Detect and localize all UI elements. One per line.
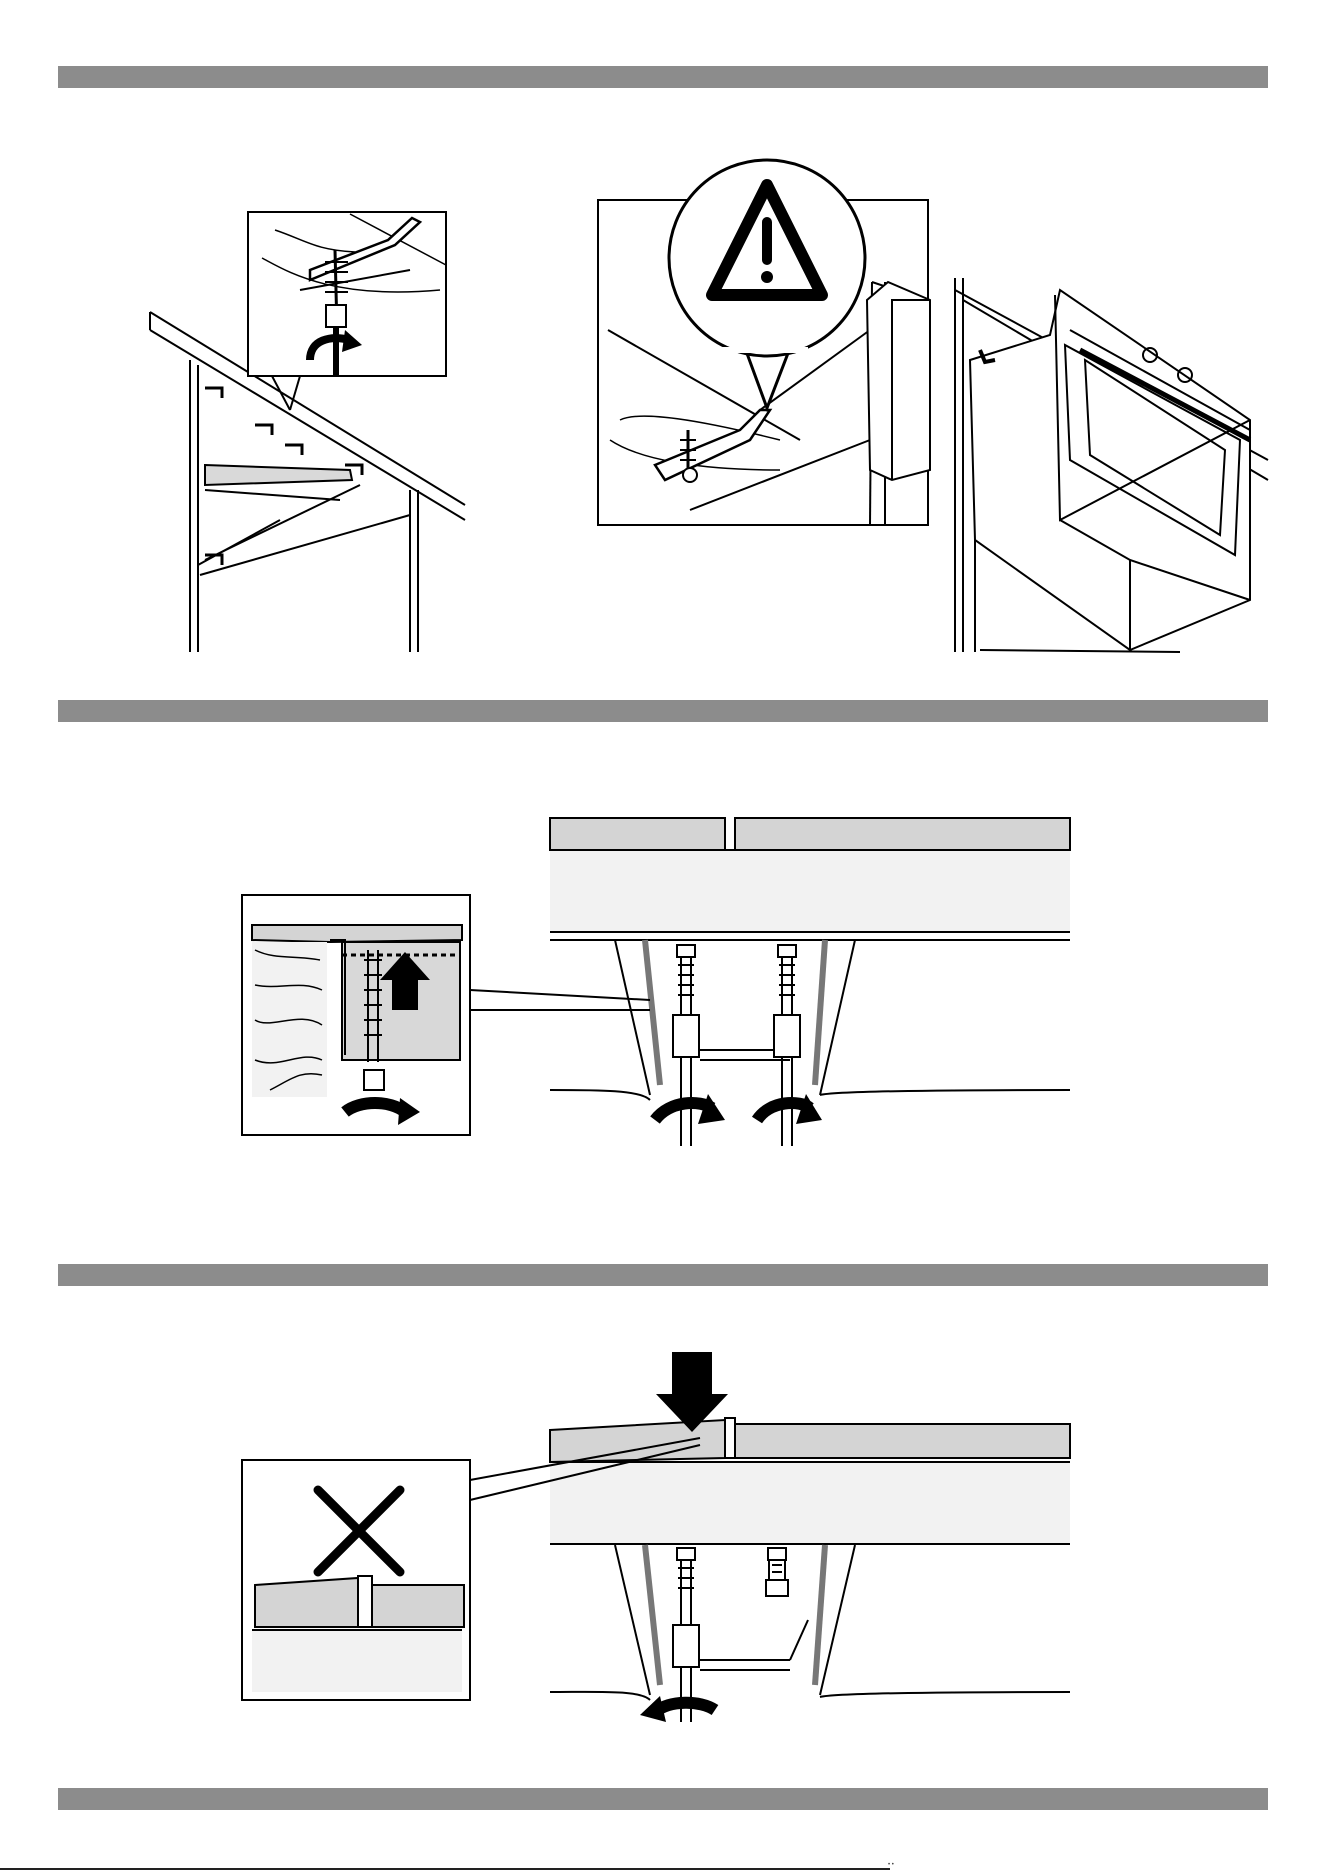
worktop-drawing — [550, 1418, 1070, 1700]
footer-mark: • • — [888, 1862, 894, 1868]
incorrect-detail-callout — [242, 1460, 470, 1700]
rotate-arrow-icon — [640, 1696, 715, 1722]
footer-rule — [0, 1868, 890, 1870]
adjustment-screw-icon — [673, 1548, 788, 1722]
